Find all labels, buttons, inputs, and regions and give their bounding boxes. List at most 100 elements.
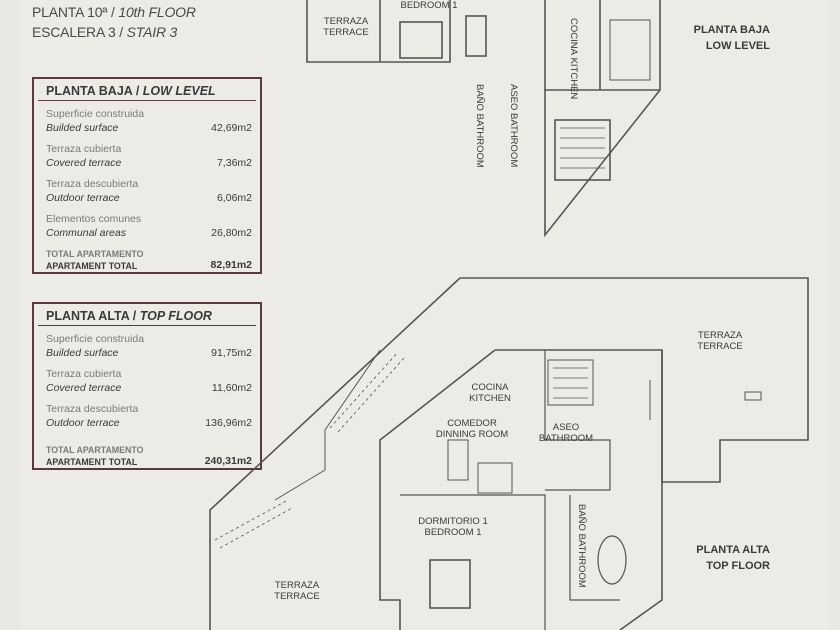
row-value: 7,36m2: [216, 157, 252, 169]
top-floor-plan: [209, 277, 809, 630]
row-label-en: Builded surface: [46, 347, 119, 359]
low-level-surface-table: PLANTA BAJA / LOW LEVEL Superficie const…: [32, 77, 262, 274]
row-label-en: Covered terrace: [46, 382, 122, 394]
total-label-en: APARTAMENT TOTAL: [46, 457, 138, 467]
apartment-west-wall: [379, 349, 496, 630]
stair-heading-es: ESCALERA 3 /: [32, 24, 127, 40]
low-bedroom-label: BEDROOM 1: [400, 0, 458, 11]
row-label-en: Outdoor terrace: [46, 417, 120, 429]
low-bath-label: BAÑO BATHROOM: [474, 84, 485, 168]
floor-heading: PLANTA 10ª / 10th FLOOR: [32, 4, 196, 20]
low-bed: [399, 21, 443, 59]
total-label-es: TOTAL APARTAMENTO: [46, 249, 144, 259]
room-label-en: KITCHEN: [568, 57, 579, 100]
room-label-en: BATHROOM: [576, 533, 587, 588]
top-floor-table-title: PLANTA ALTA / TOP FLOOR: [38, 306, 256, 326]
low-level-table-title: PLANTA BAJA / LOW LEVEL: [38, 81, 256, 101]
low-stair-triangle: [544, 89, 661, 238]
top-row-total: TOTAL APARTAMENTO APARTAMENT TOTAL 240,31…: [34, 430, 260, 468]
room-label-en: TERRACE: [697, 341, 743, 352]
room-label-es: COCINA: [471, 382, 509, 393]
row-label-es: Superficie construida: [46, 108, 145, 120]
row-label-en: Outdoor terrace: [46, 192, 120, 204]
low-kitchen-counter: [609, 19, 651, 81]
room-label-en: BEDROOM 1: [424, 527, 482, 538]
terrace-grate: [744, 391, 762, 401]
top-floor-title-es: PLANTA ALTA /: [46, 309, 140, 323]
top-stair-steps: [553, 367, 588, 399]
low-stair-steps: [560, 127, 605, 169]
room-label-en: BATHROOM: [474, 113, 485, 168]
total-label-es: TOTAL APARTAMENTO: [46, 445, 144, 455]
low-terrace-wall: [306, 0, 451, 63]
top-bath-label: BAÑO BATHROOM: [576, 504, 587, 588]
low-level-label: PLANTA BAJA LOW LEVEL: [656, 22, 770, 54]
top-floor-label-es: PLANTA ALTA: [696, 544, 770, 556]
room-label-en: DINNING ROOM: [435, 429, 509, 440]
row-value: 42,69m2: [211, 122, 252, 134]
low-kitchen-wall: [544, 0, 661, 91]
room-label-en: TERRACE: [274, 591, 320, 602]
row-label-es: Terraza descubierta: [46, 403, 139, 415]
room-label-es: ASEO: [508, 84, 519, 111]
top-terrace-diagonal: [209, 277, 461, 630]
room-label-es: COCINA: [568, 18, 579, 55]
bottom-terrace-label: TERRAZA TERRACE: [262, 580, 332, 602]
top-terrace-label: TERRAZA TERRACE: [680, 330, 760, 352]
top-terrace-outline: [460, 277, 809, 483]
stair-heading: ESCALERA 3 / STAIR 3: [32, 24, 177, 40]
row-value: 6,06m2: [216, 192, 252, 204]
terrace-railing: [274, 349, 381, 501]
room-label-en: BATHROOM: [508, 113, 519, 168]
top-bed: [429, 559, 471, 609]
row-value: 91,75m2: [211, 347, 252, 359]
room-label-es: TERRAZA: [323, 16, 369, 27]
bedroom-walls: [400, 494, 546, 630]
top-bedroom-label: DORMITORIO 1 BEDROOM 1: [408, 516, 498, 538]
low-level-title-en: LOW LEVEL: [142, 84, 216, 98]
row-label-es: Terraza descubierta: [46, 178, 139, 190]
low-terrace-label: TERRAZA TERRACE: [318, 16, 374, 38]
low-level-plan: [306, 0, 661, 238]
room-label-es: TERRAZA: [274, 580, 320, 591]
kitchen-island: [447, 439, 469, 481]
dining-room-label: COMEDOR DINNING ROOM: [420, 418, 524, 440]
room-label-es: TERRAZA: [697, 330, 743, 341]
low-level-label-es: PLANTA BAJA: [693, 24, 770, 36]
low-level-label-en: LOW LEVEL: [705, 40, 770, 52]
top-floor-title-en: TOP FLOOR: [139, 309, 212, 323]
low-stair: [554, 119, 611, 181]
row-value: 136,96m2: [205, 417, 252, 429]
aseo-walls: [544, 350, 611, 491]
room-label-en: KITCHEN: [469, 393, 511, 404]
top-floor-label-en: TOP FLOOR: [706, 560, 770, 572]
row-label-en: Communal areas: [46, 227, 126, 239]
total-value: 240,31m2: [204, 455, 252, 467]
row-label-es: Superficie construida: [46, 333, 145, 345]
railing-hatch: [329, 351, 405, 433]
railing-hatch-low: [214, 499, 293, 549]
room-label-es: COMEDOR: [447, 418, 497, 429]
apartment-east-wall: [495, 349, 663, 630]
floor-heading-en: 10th FLOOR: [118, 4, 196, 20]
room-label-es: DORMITORIO 1: [418, 516, 488, 527]
low-bathtub: [465, 15, 487, 57]
top-floor-surface-table: PLANTA ALTA / TOP FLOOR Superficie const…: [32, 302, 262, 470]
top-aseo-label: ASEO BATHROOM: [530, 422, 602, 444]
row-value: 26,80m2: [211, 227, 252, 239]
stair-heading-en: STAIR 3: [126, 24, 178, 40]
row-label-es: Elementos comunes: [46, 213, 142, 225]
low-level-title-es: PLANTA BAJA /: [46, 84, 143, 98]
room-label-es: ASEO: [552, 422, 580, 433]
top-stair: [547, 359, 594, 406]
dining-table: [477, 462, 513, 494]
low-kitchen-label: COCINA KITCHEN: [568, 18, 579, 99]
row-value: 11,60m2: [211, 382, 252, 394]
